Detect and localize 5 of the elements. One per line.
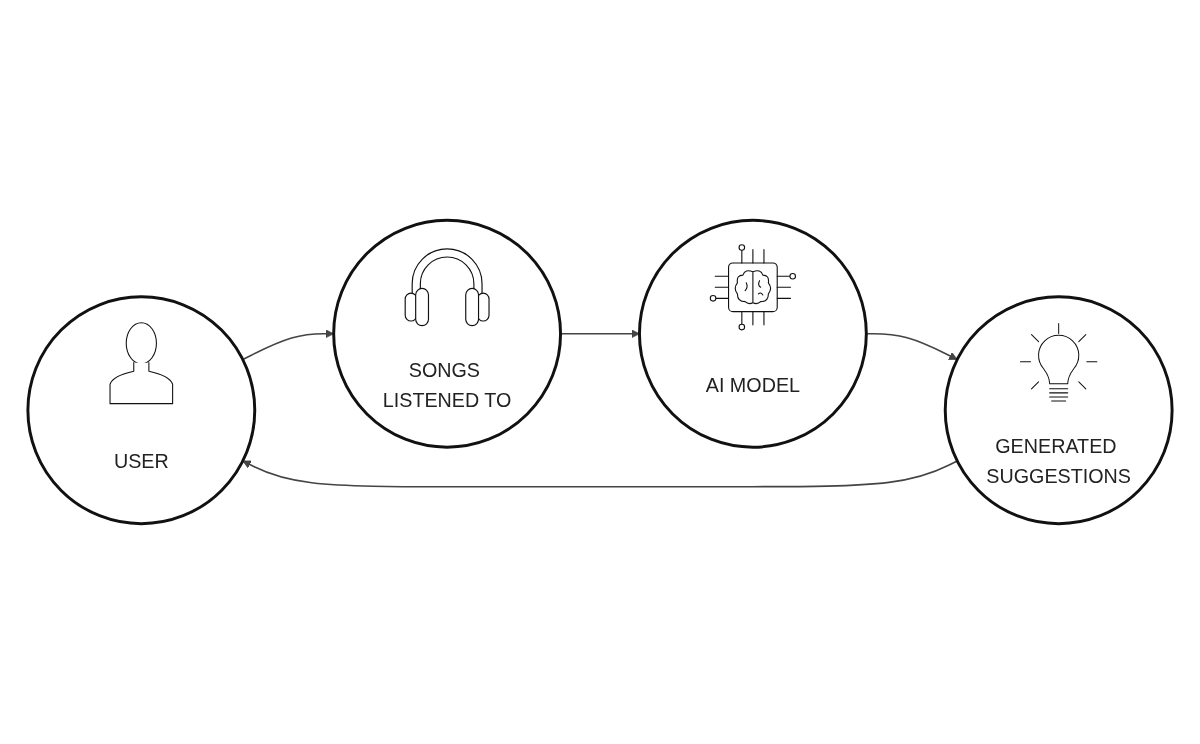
- node-circle: GENERATED SUGGESTIONS: [943, 295, 1174, 526]
- arrow: [242, 460, 958, 488]
- node-circle: AI MODEL: [638, 218, 868, 449]
- node-circle: SONGS LISTENED TO: [332, 218, 562, 449]
- node-circle: USER: [26, 295, 257, 526]
